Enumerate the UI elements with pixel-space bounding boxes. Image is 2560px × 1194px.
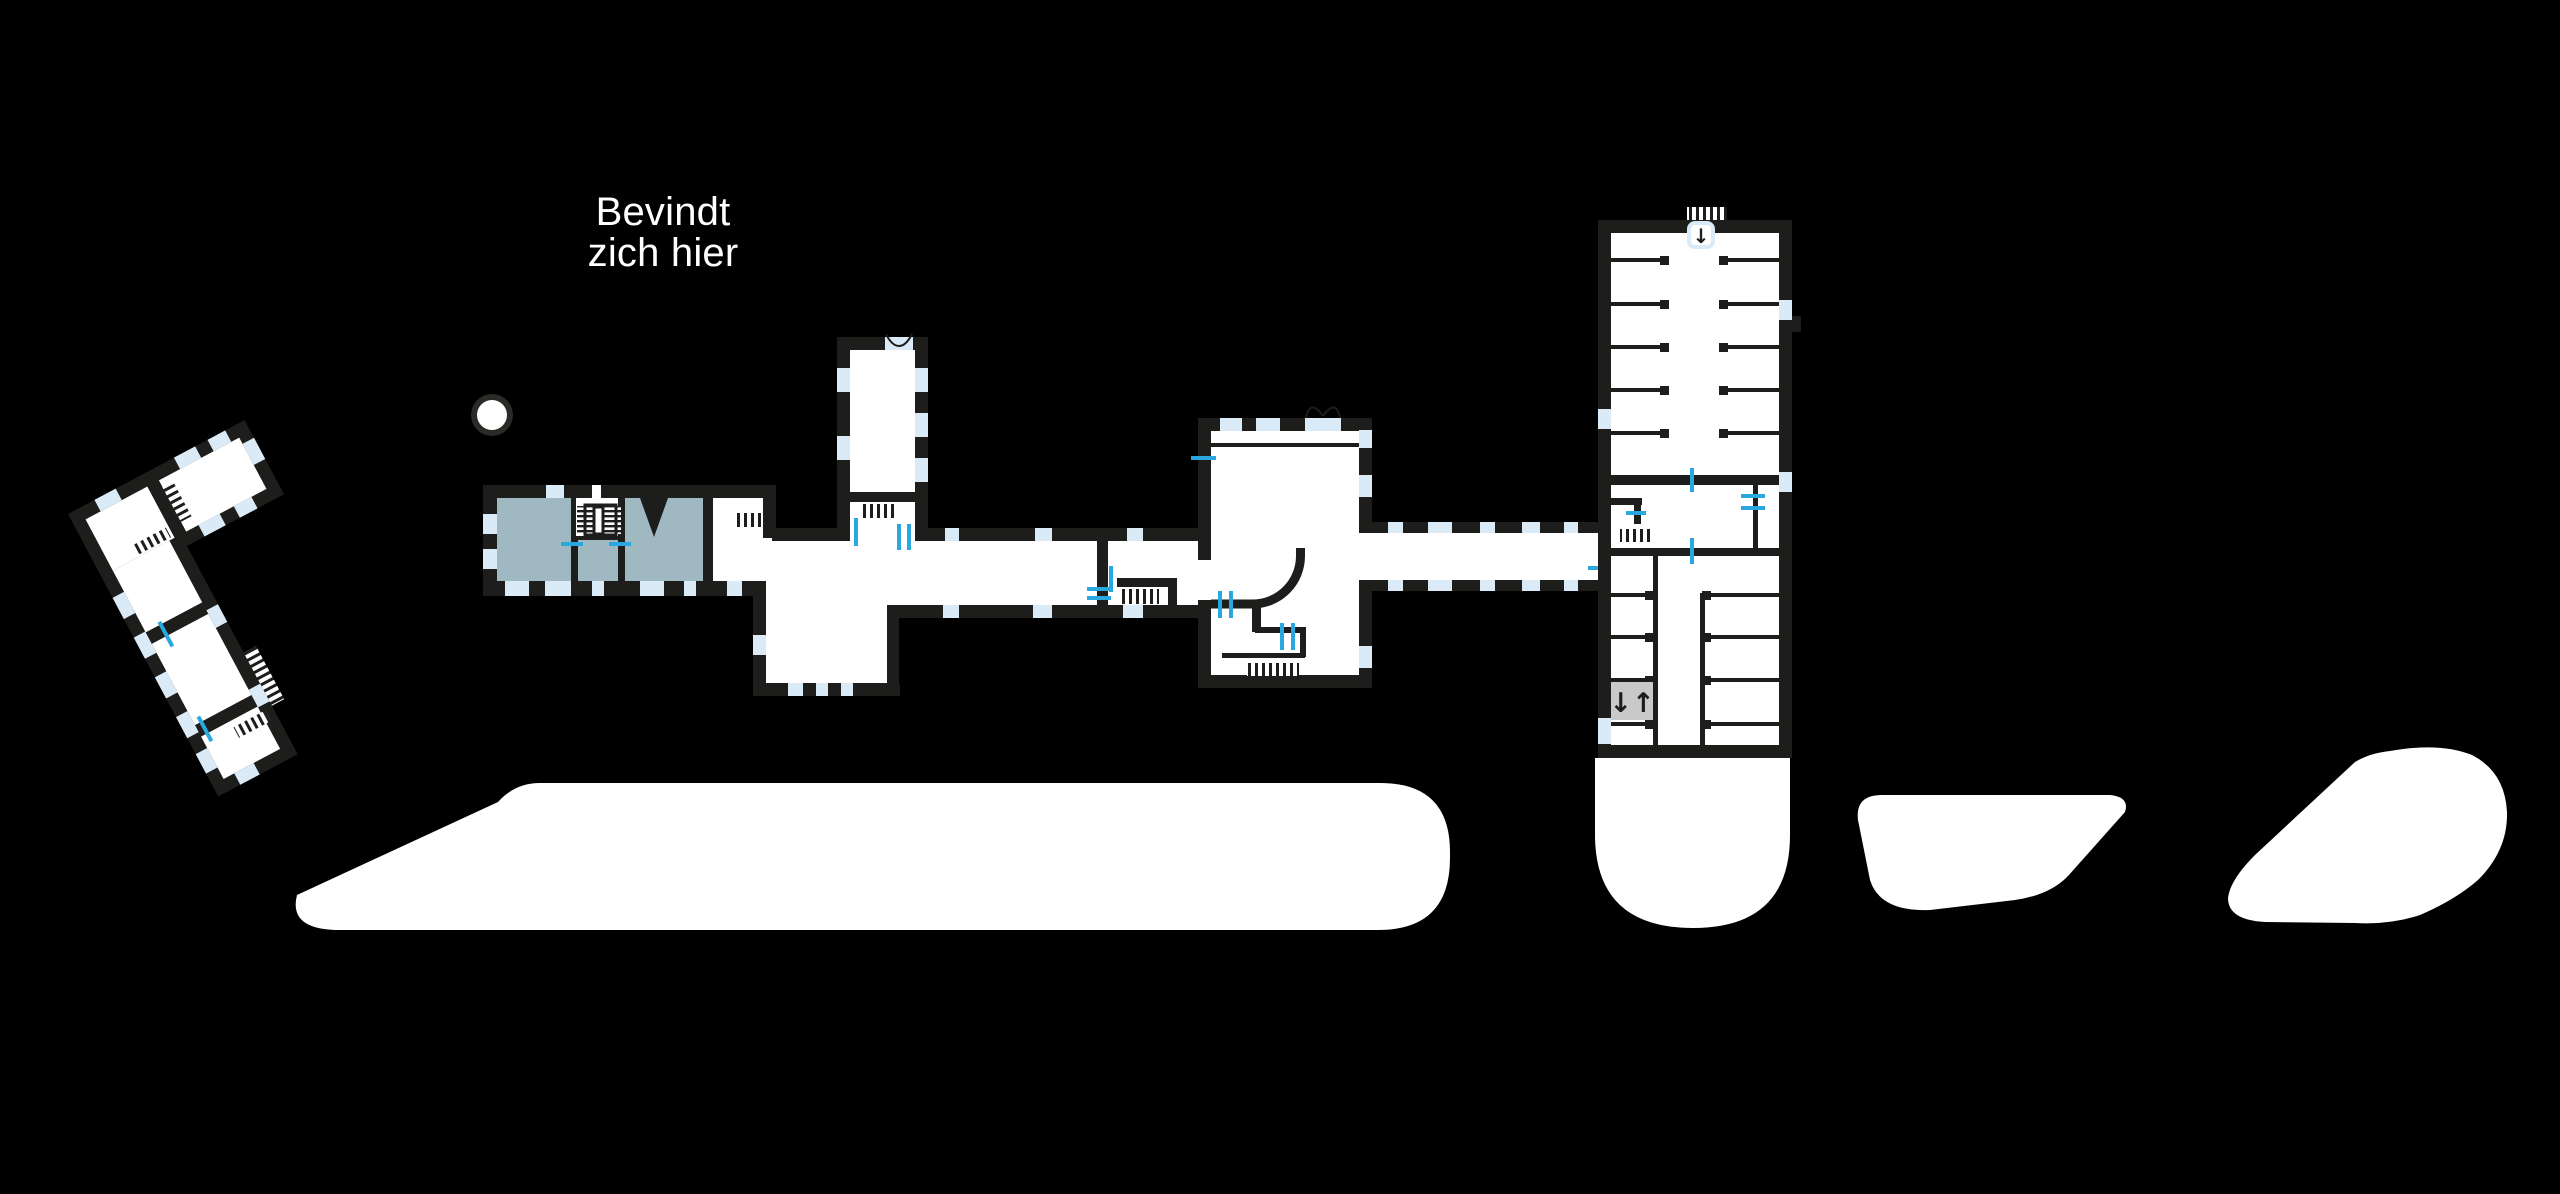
elevator: ↓↑	[1609, 682, 1655, 720]
building-north	[837, 333, 928, 541]
door-mark	[609, 542, 631, 546]
room-dividers-top	[1611, 256, 1779, 438]
wall-notch	[640, 498, 668, 537]
stairs-icon	[860, 504, 898, 518]
stairs-icon	[1620, 529, 1654, 542]
stairs-icon	[233, 710, 271, 738]
elevator-icon: ↓↑	[1609, 688, 1654, 719]
window-marks	[1598, 300, 1792, 744]
window-marks	[943, 528, 1143, 618]
you-are-here-label: Bevindt zich hier	[587, 190, 739, 275]
ground-shape-small	[1857, 795, 2126, 911]
door-mark	[196, 715, 214, 743]
door-swing-icon	[1305, 406, 1341, 419]
window-marks	[1220, 418, 1372, 668]
stairs-icon	[1122, 589, 1159, 604]
stair-closet	[576, 498, 621, 537]
door-marks	[1191, 456, 1295, 650]
lower-section	[1611, 556, 1779, 745]
stairs-icon	[1687, 207, 1727, 220]
door-mark	[561, 542, 583, 546]
ground-shape-southeast	[2228, 747, 2508, 924]
building-central	[1191, 406, 1372, 688]
curved-wall	[1211, 548, 1305, 609]
ground-shape-main	[295, 783, 1450, 930]
stairs-icon	[162, 480, 192, 522]
window-marks	[483, 485, 742, 596]
ground-shapes	[295, 747, 2508, 930]
window-marks	[1388, 522, 1578, 591]
entrance-icon: ↓	[1687, 221, 1715, 249]
corridor-west	[753, 518, 1198, 696]
entrance-arrow-icon: ↓	[1693, 224, 1710, 248]
building-west-wing	[68, 420, 298, 797]
highlight-room-3	[625, 498, 703, 581]
annex-south	[753, 541, 900, 696]
window-marks	[94, 430, 270, 785]
stairs-icon	[134, 527, 172, 555]
stairs-icon	[243, 646, 285, 706]
you-are-here-marker	[471, 394, 513, 436]
stairs-icon	[733, 513, 762, 527]
highlight-room-2	[578, 540, 618, 581]
stair-room	[1117, 578, 1177, 614]
building-east: ↓↑ ↓	[1598, 207, 1801, 758]
highlighted-wing	[483, 485, 776, 596]
window-marks	[837, 368, 928, 482]
highlight-room-1	[497, 498, 571, 581]
door-marks	[1626, 468, 1765, 564]
ground-shape-east-court	[1595, 758, 1790, 928]
door-swing-icon	[885, 333, 913, 348]
stairs-icon	[1247, 663, 1299, 676]
door-mark	[157, 620, 175, 648]
door-marks	[854, 518, 1113, 600]
corridor-east	[1372, 522, 1612, 591]
